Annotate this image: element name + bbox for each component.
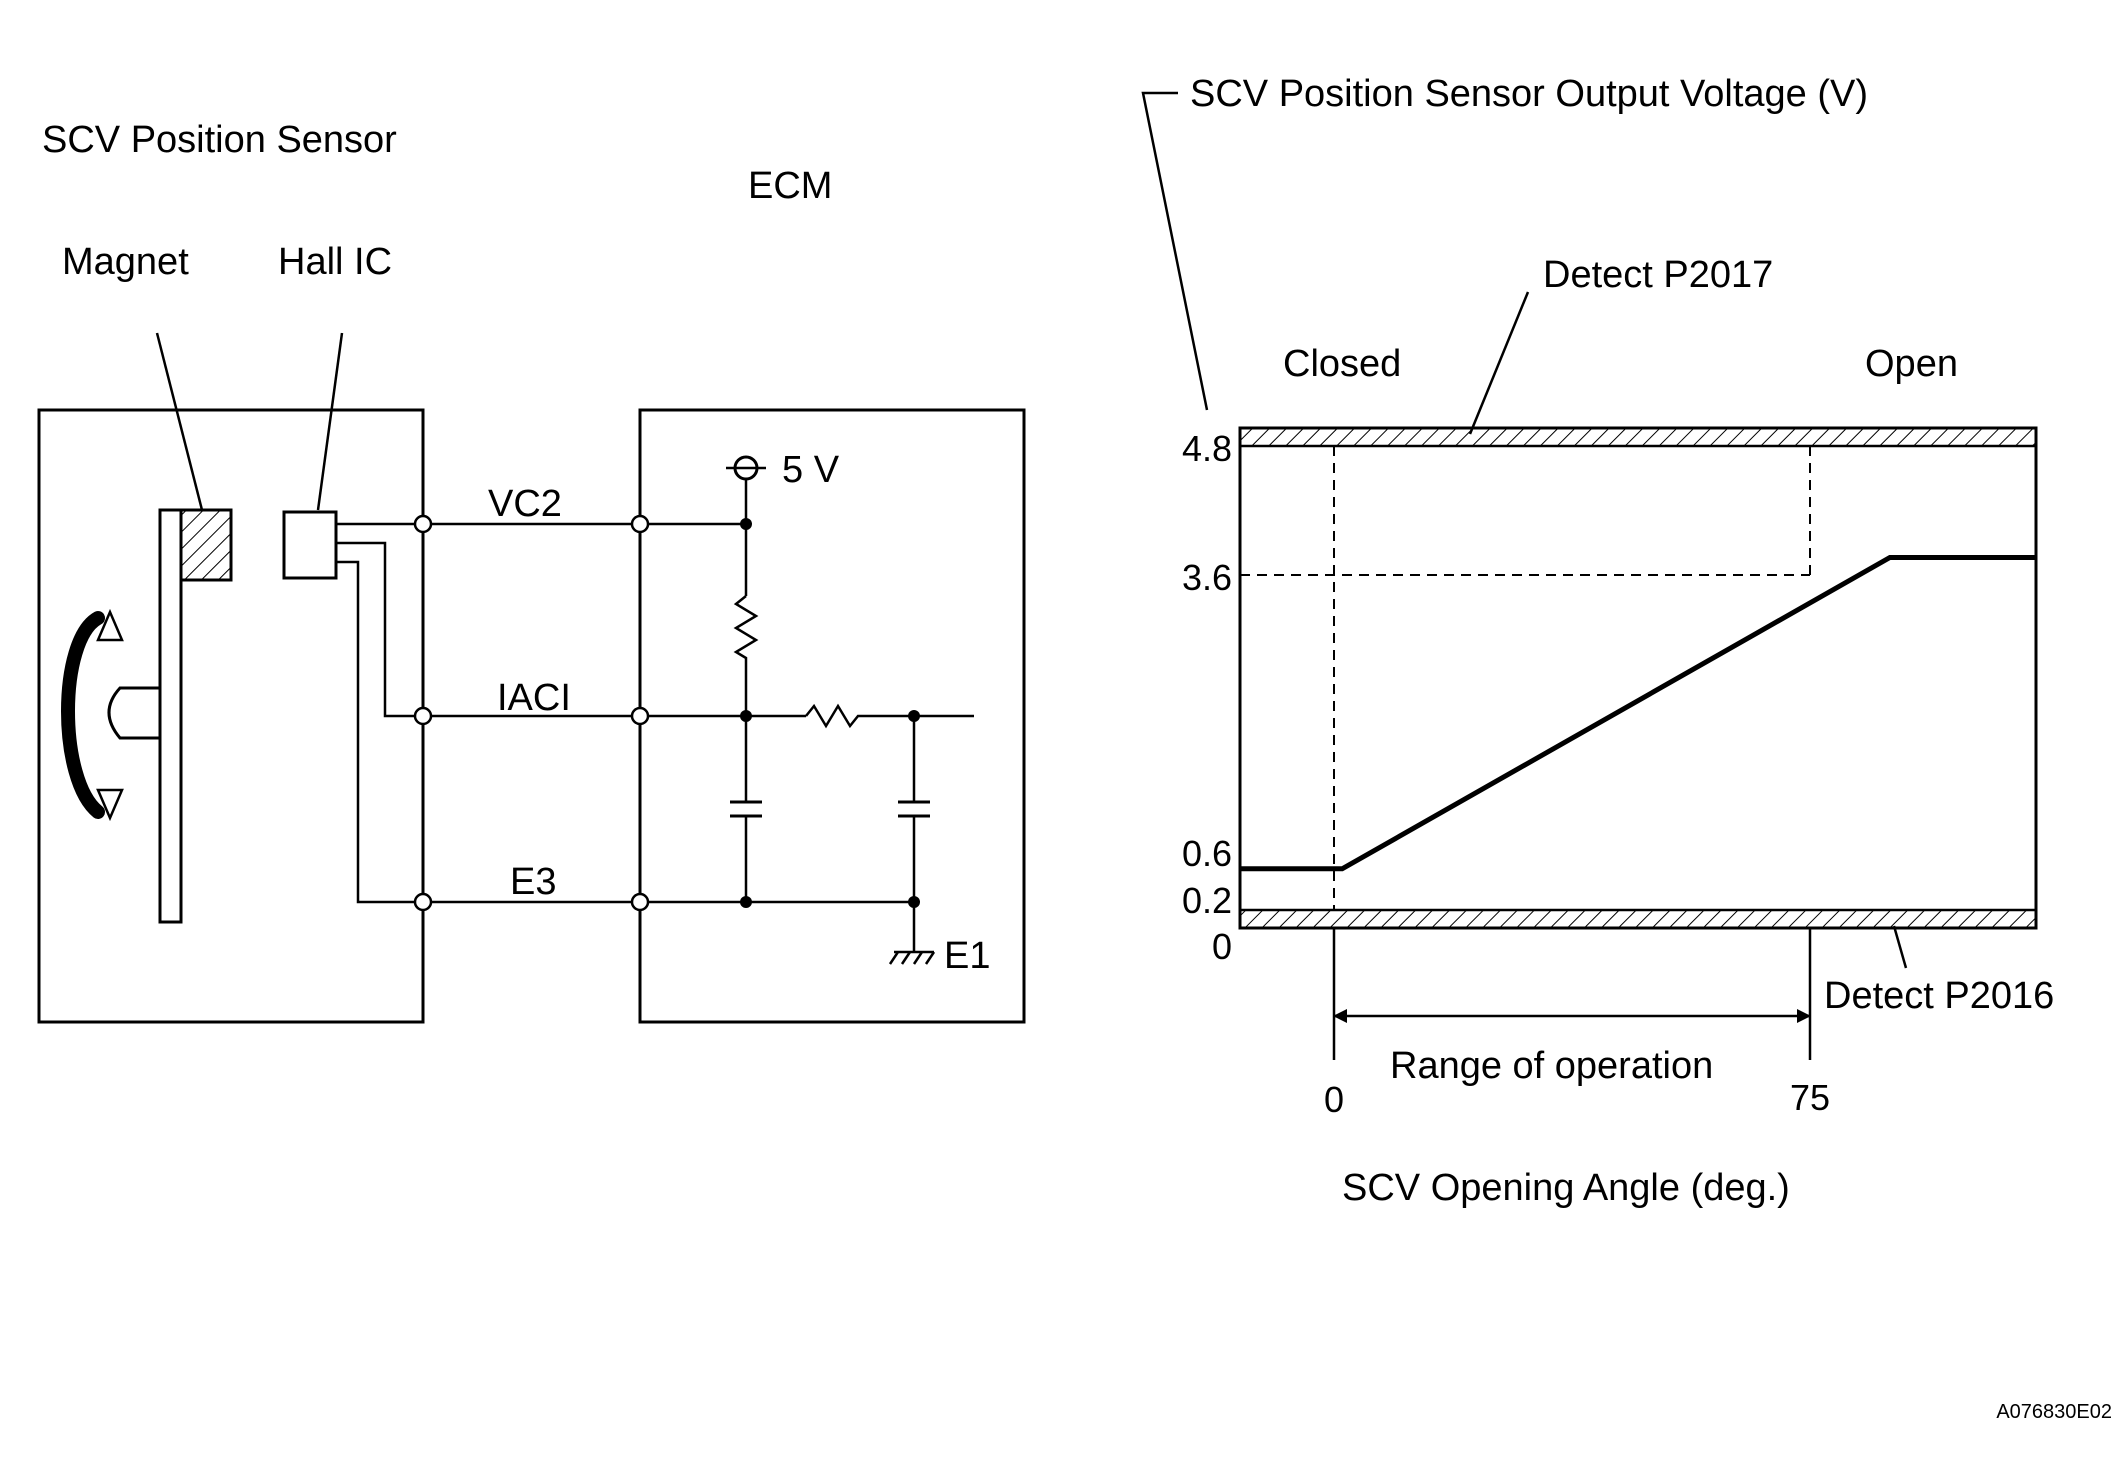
iaci-label: IACI <box>497 677 571 719</box>
detect-band-low <box>1238 908 2038 930</box>
y-tick-0-2: 0.2 <box>1182 880 1232 921</box>
sensor-title: SCV Position Sensor <box>42 119 397 161</box>
detect-p2016-leader <box>1892 925 1908 969</box>
ecm-title: ECM <box>748 165 832 207</box>
range-label: Range of operation <box>1390 1045 1713 1087</box>
sensor-plate <box>158 508 183 924</box>
detect-p2017-label: Detect P2017 <box>1543 254 1773 296</box>
vc2-label: VC2 <box>488 483 562 525</box>
e3-label: E3 <box>510 861 556 903</box>
y-tick-4-8: 4.8 <box>1182 428 1232 469</box>
graph-frame <box>1238 426 2038 930</box>
wire-hall-iaci <box>336 541 423 718</box>
ecm-terminal-e3 <box>630 892 650 912</box>
sensor-terminal-vc2 <box>413 514 433 534</box>
hall-ic-block <box>282 510 338 580</box>
detect-p2017-leader <box>1468 291 1530 435</box>
ecm-terminal-vc2 <box>630 514 650 534</box>
magnet-leader <box>155 332 204 511</box>
series-layer <box>1240 555 2036 872</box>
wire-hall-e3 <box>336 560 423 904</box>
detect-p2016-label: Detect P2016 <box>1824 975 2054 1017</box>
ground-label: E1 <box>944 935 990 977</box>
junction-dot <box>908 896 920 908</box>
junction-dot <box>740 896 752 908</box>
rotation-arrow-icon <box>61 608 124 822</box>
voltage-series-line <box>1240 555 2036 872</box>
ylabel-leader <box>1141 91 1209 411</box>
ground-icon <box>888 950 936 965</box>
sensor-box <box>37 408 425 1024</box>
sensor-terminal-e3 <box>413 892 433 912</box>
voltage-graph: SCV Position Sensor Output Voltage (V) D… <box>1141 73 2054 1209</box>
magnet-label: Magnet <box>62 241 189 283</box>
open-label: Open <box>1865 343 1958 385</box>
circuit-diagram: SCV Position Sensor ECM Magnet Hall IC V… <box>37 119 1026 1024</box>
detect-band-high <box>1238 426 2038 448</box>
graph-xlabel: SCV Opening Angle (deg.) <box>1342 1167 1790 1209</box>
pullup-resistor <box>733 595 759 716</box>
ecm-terminal-iaci <box>630 706 650 726</box>
hall-ic-leader <box>316 332 344 511</box>
x-tick-0: 0 <box>1324 1079 1344 1120</box>
hall-ic-label: Hall IC <box>278 241 392 283</box>
graph-ylabel: SCV Position Sensor Output Voltage (V) <box>1190 73 1868 115</box>
junction-dot <box>908 710 920 722</box>
y-tick-0-6: 0.6 <box>1182 833 1232 874</box>
junction-dot <box>740 710 752 722</box>
y-tick-0: 0 <box>1212 926 1232 967</box>
x-tick-75: 75 <box>1790 1077 1830 1118</box>
sensor-terminal-iaci <box>413 706 433 726</box>
figure-code: A076830E02 <box>1996 1401 2112 1423</box>
junction-dot <box>740 518 752 530</box>
magnet-block <box>179 508 233 582</box>
shaft <box>107 686 160 740</box>
series-resistor <box>805 703 914 729</box>
y-tick-3-6: 3.6 <box>1182 557 1232 598</box>
supply-label: 5 V <box>782 449 840 491</box>
closed-label: Closed <box>1283 343 1401 385</box>
